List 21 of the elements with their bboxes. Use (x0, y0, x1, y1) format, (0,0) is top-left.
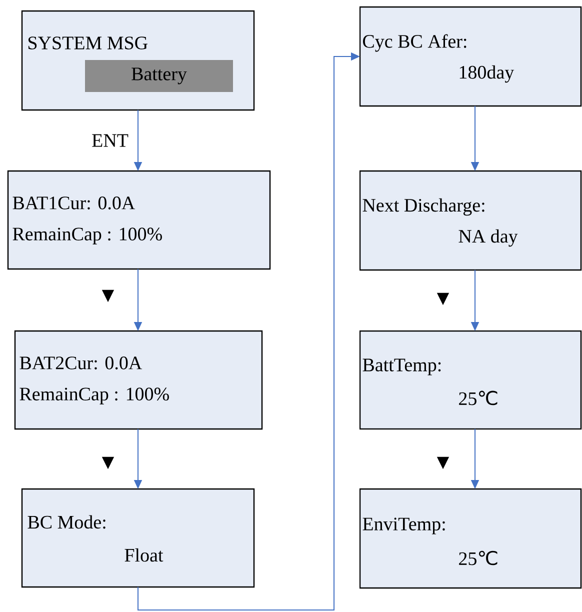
screen-text: EnviTemp: (362, 518, 445, 534)
screen-text: 25℃ (459, 550, 498, 566)
highlight-bar: Battery (85, 60, 233, 92)
key-symbol: ▼ (436, 456, 450, 470)
screen-text: BAT2Cur: 0.0A (20, 356, 142, 370)
screen-text: BC Mode: (28, 515, 106, 529)
key-symbol: ▼ (102, 456, 114, 470)
screen-text: Next Discharge: (362, 198, 484, 216)
screen-text: RemainCap : 100% (12, 228, 162, 244)
screen-text: BattTemp: (362, 358, 441, 376)
screen-text: BAT1Cur: 0.0A (12, 196, 136, 210)
screen-text: SYSTEM MSG (28, 36, 148, 50)
edge-label: ENT (90, 133, 130, 148)
screen-text: 180day (460, 65, 514, 83)
screen-text: RemainCap : 100% (20, 388, 169, 404)
screen-text: NA day (458, 229, 518, 247)
screen-text: Cyc BC Afer: (362, 34, 466, 52)
screen-text: 25℃ (459, 390, 498, 406)
screen-text: Float (124, 548, 164, 562)
key-symbol: ▼ (436, 292, 450, 306)
key-symbol: ▼ (102, 290, 114, 302)
